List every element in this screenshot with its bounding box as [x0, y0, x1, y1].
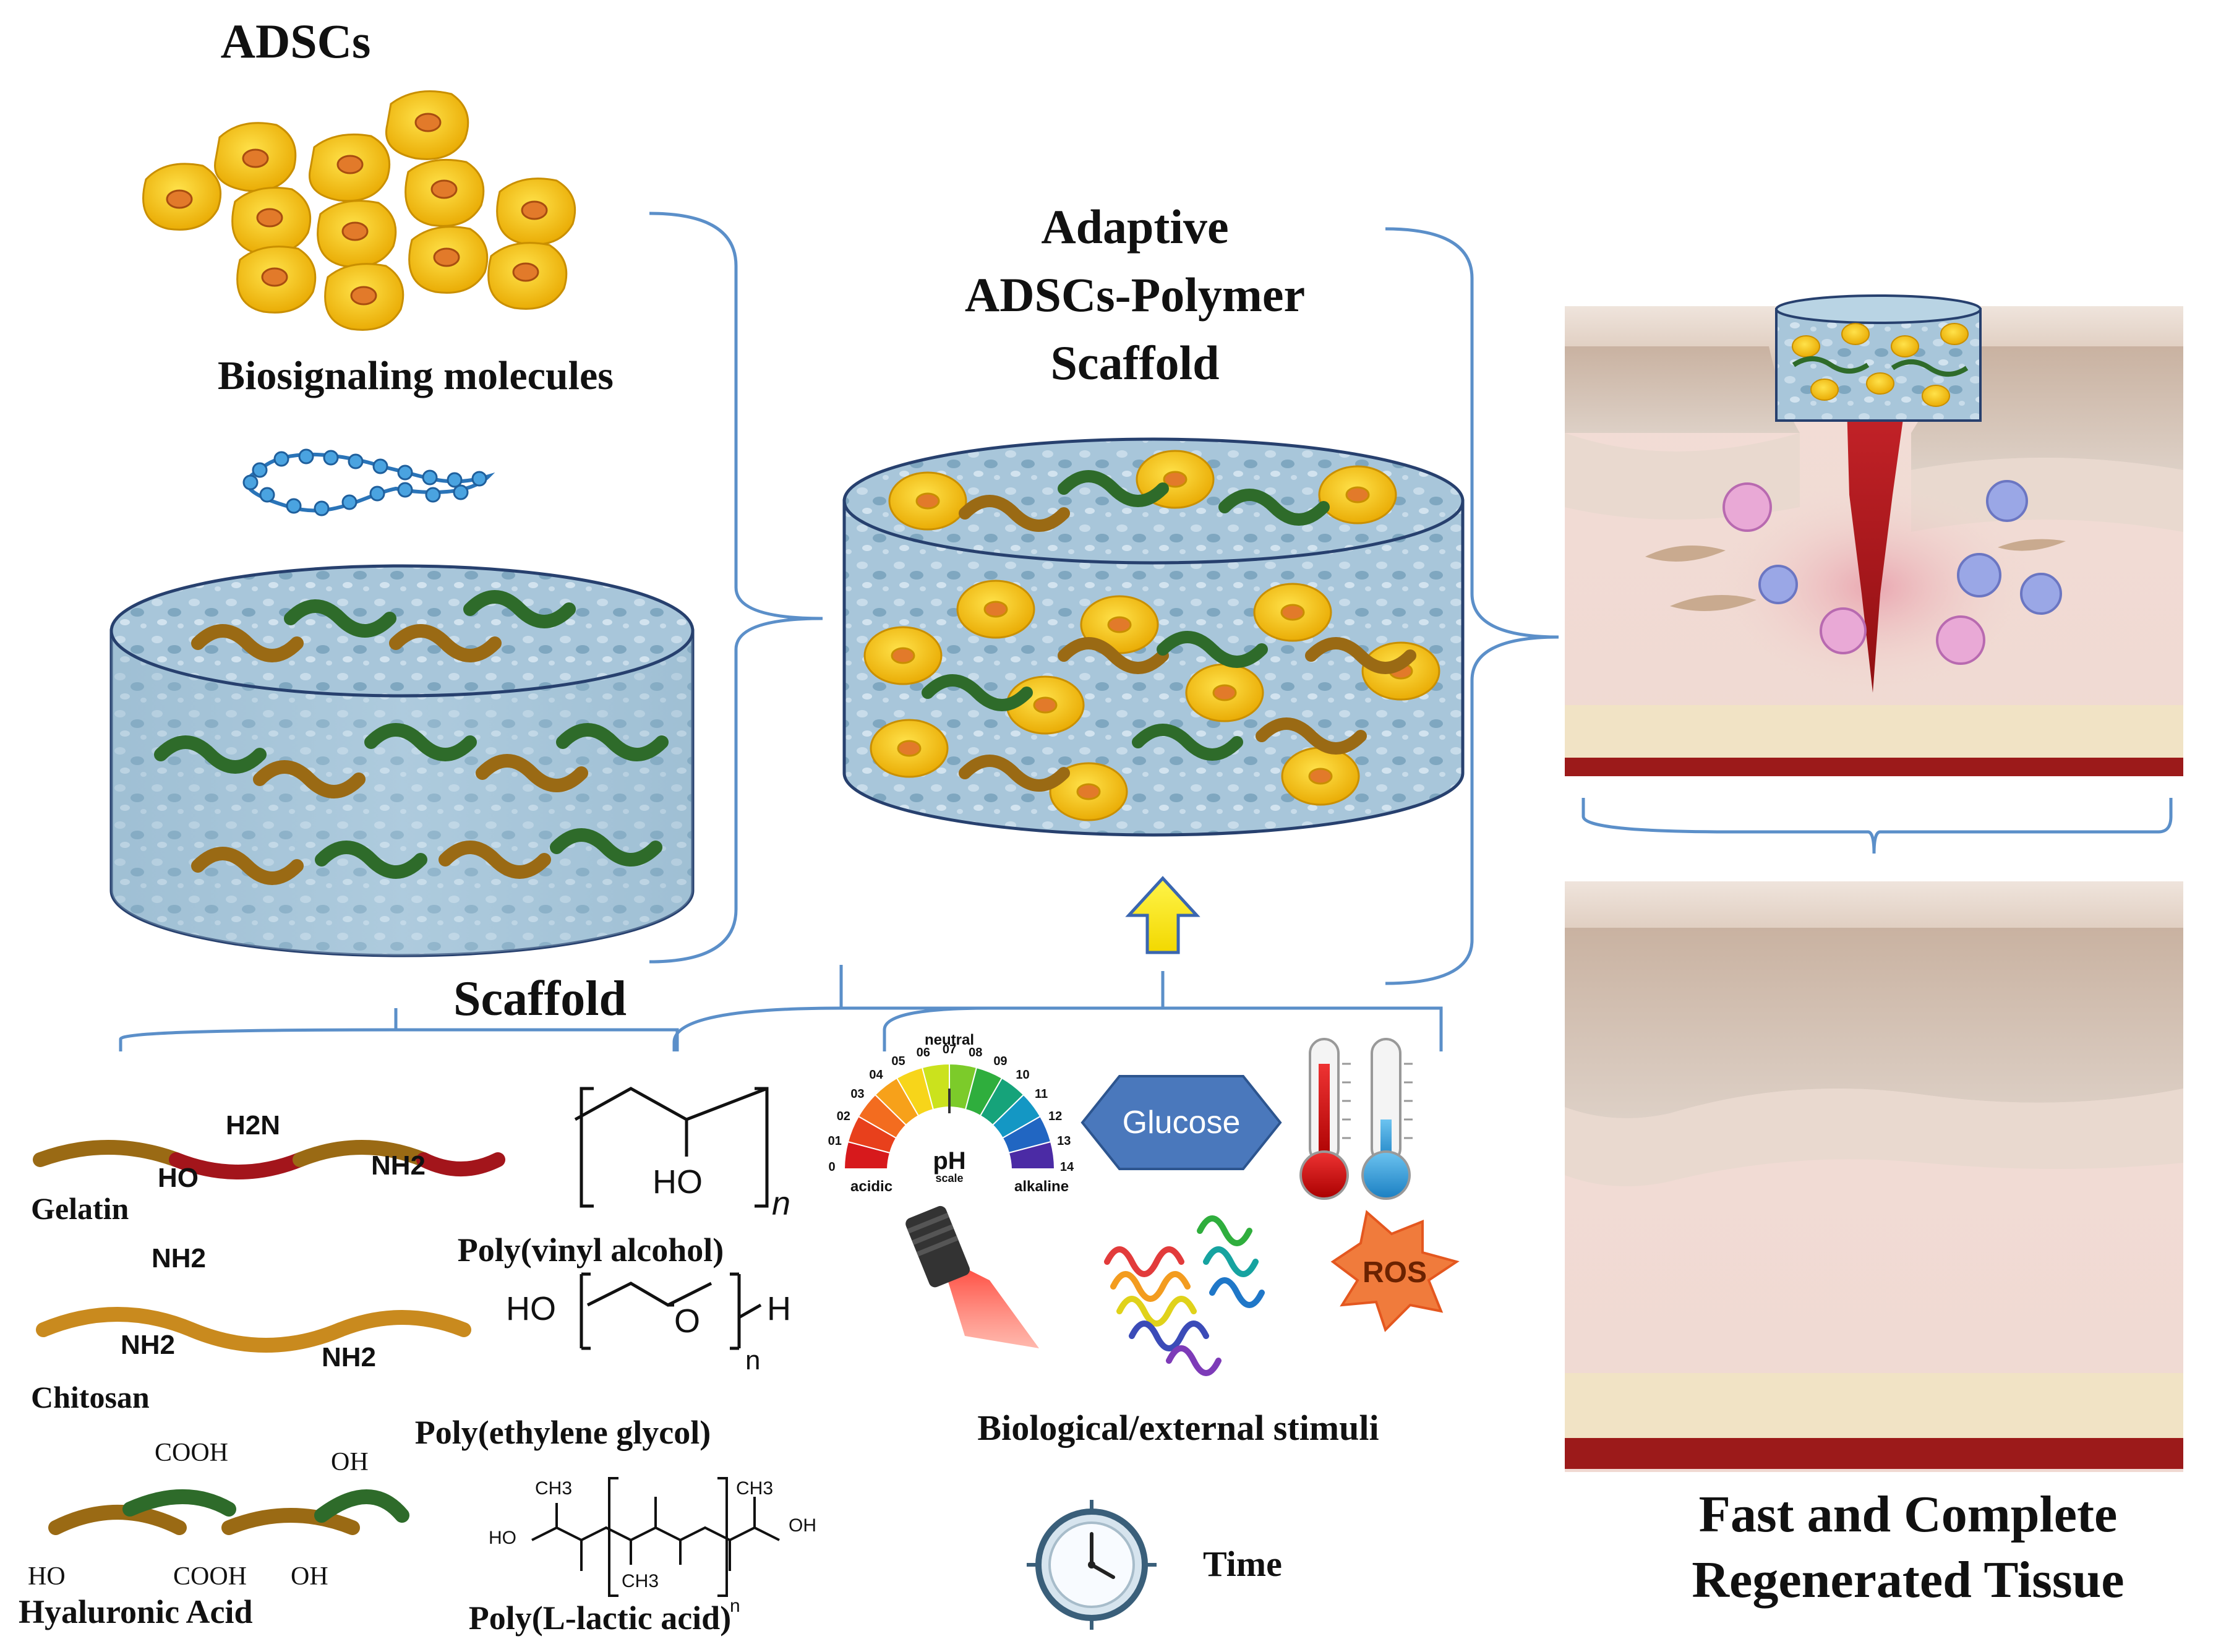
pva-n: n	[772, 1185, 791, 1222]
immune-cells	[1645, 480, 2066, 665]
adsc-cell	[236, 246, 317, 314]
adaptive-scaffold-cylinder	[842, 437, 1465, 837]
ph-number-tick: 14	[1059, 1160, 1074, 1174]
gelatin-h2n: H2N	[226, 1110, 281, 1141]
bracket-connectors	[119, 212, 2173, 1051]
scaffold-cylinder	[109, 564, 695, 957]
adaptive-scaffold-title-3: Scaffold	[1050, 336, 1220, 390]
ros-burst-icon	[1330, 1210, 1460, 1332]
adaptive-scaffold-title-2: ADSCs-Polymer	[964, 268, 1306, 322]
plla-ho: HO	[489, 1528, 516, 1548]
ph-neutral-label: neutral	[924, 1032, 975, 1048]
ph-number-tick: 05	[891, 1054, 905, 1068]
adsc-cell	[385, 90, 469, 160]
peg-o: O	[674, 1303, 701, 1340]
outcome-title-1: Fast and Complete	[1698, 1486, 2118, 1543]
adsc-cell	[231, 187, 312, 255]
embedded-adsc-cells	[863, 450, 1440, 821]
plla-ch3-right: CH3	[736, 1478, 774, 1499]
gelatin-ho: HO	[158, 1163, 199, 1193]
stimuli-caption: Biological/external stimuli	[977, 1408, 1379, 1448]
adsc-cell	[309, 133, 391, 202]
chitosan-nh2-top: NH2	[152, 1243, 207, 1273]
adsc-cell	[404, 158, 485, 227]
biosignaling-molecule-chain	[242, 448, 495, 516]
ph-number-tick: 07	[942, 1043, 957, 1056]
peg-label: Poly(ethylene glycol)	[414, 1414, 711, 1451]
chitosan-nh2-right: NH2	[322, 1342, 377, 1372]
clock-time-icon	[1027, 1500, 1157, 1630]
chitosan-strand	[36, 1307, 471, 1353]
adsc-cell	[408, 226, 489, 294]
ph-alkaline-label: alkaline	[1014, 1178, 1069, 1195]
ph-number-tick: 02	[836, 1109, 850, 1123]
adsc-cell	[317, 200, 397, 268]
peg-n: n	[745, 1345, 761, 1376]
ph-number-tick: 04	[869, 1068, 883, 1082]
thermometer-cold-icon	[1361, 1038, 1413, 1200]
ph-scale-gauge	[843, 1063, 1056, 1170]
peg-structure	[580, 1272, 762, 1350]
ha-cooh-top: COOH	[155, 1439, 229, 1467]
scaffold-implant	[1775, 294, 1982, 422]
regenerated-tissue-panel	[1565, 881, 2183, 1472]
pva-label: Poly(vinyl alcohol)	[457, 1231, 724, 1269]
ph-number-tick: 11	[1034, 1087, 1048, 1101]
ha-ho-bottom: HO	[28, 1562, 66, 1591]
ph-number-tick: 08	[969, 1045, 983, 1059]
biosignaling-title: Biosignaling molecules	[218, 353, 614, 398]
ph-number-tick: 13	[1057, 1134, 1071, 1148]
gelatin-label: Gelatin	[31, 1191, 129, 1226]
ph-number-tick: 0	[828, 1160, 836, 1174]
hyaluronic-label: Hyaluronic Acid	[19, 1593, 253, 1630]
chitosan-nh2-left: NH2	[121, 1330, 176, 1360]
ha-cooh-bottom: COOH	[173, 1562, 247, 1591]
adaptive-scaffold-title-1: Adaptive	[1041, 200, 1229, 254]
plla-n: n	[730, 1596, 740, 1616]
ph-number-tick: 03	[850, 1087, 865, 1101]
plla-label: Poly(L-lactic acid)	[468, 1599, 732, 1637]
thermometer-hot-icon	[1299, 1038, 1351, 1200]
outcome-title-2: Regenerated Tissue	[1692, 1551, 2125, 1609]
ph-number-tick: 09	[993, 1054, 1008, 1068]
wounded-tissue-panel	[1565, 294, 2183, 776]
ha-oh-top: OH	[331, 1448, 369, 1476]
adsc-cell	[496, 178, 576, 246]
enzyme-protein-icon	[1104, 1215, 1265, 1376]
gelatin-nh2: NH2	[371, 1150, 426, 1181]
up-arrow-icon	[1125, 876, 1200, 954]
ha-oh-bottom: OH	[291, 1562, 328, 1591]
glucose-badge	[1081, 1075, 1282, 1170]
hyaluronic-strand	[48, 1489, 409, 1535]
ph-acidic-label: acidic	[850, 1178, 893, 1195]
adsc-cell	[142, 163, 222, 231]
adsc-cell	[214, 122, 297, 192]
ph-scale-word: scale	[935, 1172, 964, 1184]
ph-number-tick: 12	[1048, 1109, 1063, 1123]
pva-ho: HO	[653, 1163, 703, 1200]
adsc-cell-cluster	[142, 90, 576, 331]
ph-symbol-label: pH	[933, 1147, 966, 1175]
light-laser-icon	[905, 1205, 1039, 1348]
adsc-cell	[324, 263, 404, 331]
glucose-label: Glucose	[1122, 1105, 1241, 1141]
pva-structure	[574, 1087, 769, 1208]
ph-number-tick: 06	[916, 1045, 930, 1059]
peg-ho: HO	[506, 1290, 556, 1327]
plla-ch3-mid: CH3	[622, 1571, 659, 1591]
plla-structure	[531, 1477, 780, 1597]
chitosan-label: Chitosan	[31, 1380, 150, 1414]
plla-ch3-left: CH3	[535, 1478, 573, 1499]
time-label: Time	[1203, 1544, 1282, 1584]
ros-label: ROS	[1362, 1256, 1427, 1289]
ph-number-tick: 01	[828, 1134, 842, 1148]
scaffold-title: Scaffold	[453, 972, 627, 1026]
adsc-cell	[487, 242, 568, 310]
plla-oh: OH	[789, 1515, 816, 1536]
adscs-title: ADSCs	[220, 14, 371, 68]
ph-number-tick: 10	[1016, 1068, 1030, 1082]
gelatin-strand	[33, 1140, 505, 1179]
peg-h: H	[767, 1290, 791, 1327]
